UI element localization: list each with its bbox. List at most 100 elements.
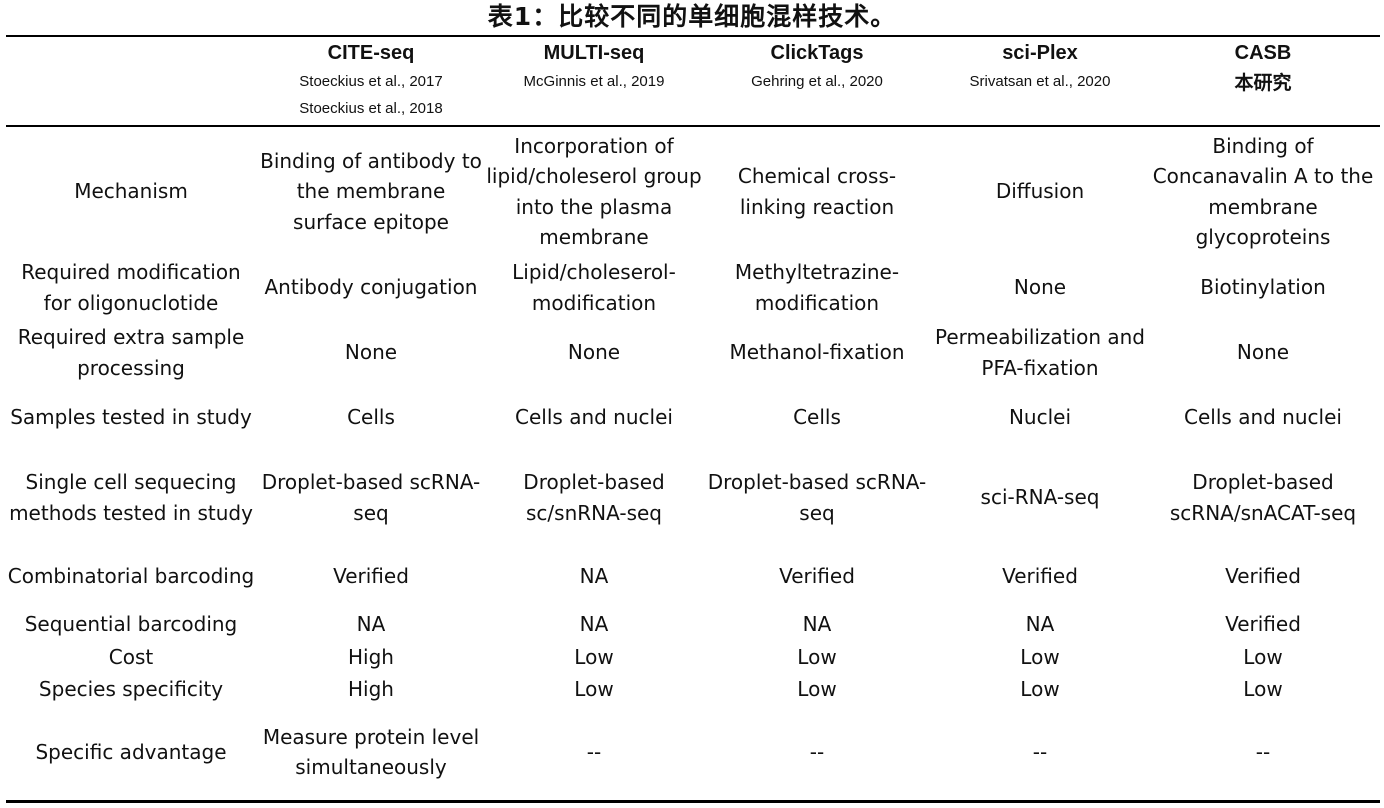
row-label-text: Sequential barcoding <box>24 611 238 636</box>
table-cell-text: Droplet-based scRNA/snACAT-seq <box>1169 470 1357 525</box>
table-cell: None <box>1148 321 1378 384</box>
table-cell-text: Low <box>1020 644 1060 669</box>
table-cell-text: -- <box>809 739 825 764</box>
table-cell-text: sci-RNA-seq <box>980 485 1100 510</box>
table-cell-text: High <box>348 676 394 701</box>
table-cell-text: Permeabilization and PFA-fixation <box>935 325 1145 380</box>
table-cell: Low <box>930 673 1150 705</box>
table-cell: sci-RNA-seq <box>930 451 1150 544</box>
table-cell: Permeabilization and PFA-fixation <box>930 321 1150 384</box>
table-cell: Low <box>706 673 928 705</box>
table-cell: Verified <box>1148 547 1378 606</box>
table-cell-text: Low <box>574 644 614 669</box>
table-cell: NA <box>706 608 928 640</box>
table-cell-text: Low <box>574 676 614 701</box>
table-cell: Incorporation of lipid/choleserol group … <box>485 130 703 253</box>
table-cell-text: Cells and nuclei <box>1184 405 1342 430</box>
table-cell-text: Incorporation of lipid/choleserol group … <box>486 133 702 250</box>
table-cell: Cells <box>706 386 928 449</box>
header-clicktags: ClickTags Gehring et al., 2020 <box>706 38 928 124</box>
table-cell: Verified <box>260 547 482 606</box>
table-cell-text: Nuclei <box>1008 405 1072 430</box>
method-name: MULTI-seq <box>543 42 645 64</box>
table-cell: Droplet-based sc/snRNA-seq <box>485 451 703 544</box>
table-cell: Cells and nuclei <box>1148 386 1378 449</box>
row-label: Mechanism <box>6 130 256 253</box>
header-rule <box>6 125 1380 127</box>
header-multi-seq: MULTI-seq McGinnis et al., 2019 <box>485 38 703 124</box>
row-label-text: Specific advantage <box>35 739 227 764</box>
table-cell-text: Lipid/choleserol-modification <box>512 260 676 315</box>
table-cell-text: Measure protein level simultaneously <box>262 724 480 780</box>
method-ref: Stoeckius et al., 2017 <box>299 73 443 90</box>
row-label: Specific advantage <box>6 705 256 799</box>
table-cell: -- <box>930 705 1150 799</box>
table-title: 表1：比较不同的单细胞混样技术。 <box>487 2 897 31</box>
row-label-text: Required modification for oligonuclotide <box>21 260 241 315</box>
method-name: sci-Plex <box>1002 42 1078 64</box>
table-cell-text: Low <box>1243 676 1283 701</box>
table-cell: Diffusion <box>930 130 1150 253</box>
table-cell-text: Low <box>1243 644 1283 669</box>
table-cell: Lipid/choleserol-modification <box>485 256 703 319</box>
table-cell: Low <box>485 641 703 673</box>
top-rule <box>6 35 1380 37</box>
row-label: Cost <box>6 641 256 673</box>
row-label-text: Required extra sample processing <box>17 325 245 380</box>
table-cell-text: Biotinylation <box>1200 275 1326 300</box>
method-ref: 本研究 <box>1234 72 1292 94</box>
table-cell: Binding of antibody to the membrane surf… <box>260 130 482 253</box>
table-cell: Droplet-based scRNA/snACAT-seq <box>1148 451 1378 544</box>
table-cell: Verified <box>930 547 1150 606</box>
table-cell-text: NA <box>356 611 386 636</box>
table-cell: Low <box>1148 673 1378 705</box>
table-cell-text: NA <box>1025 611 1055 636</box>
table-cell-text: Verified <box>1002 564 1078 589</box>
table-cell-text: Cells <box>793 405 841 430</box>
table-cell-text: Diffusion <box>995 179 1085 204</box>
table-cell: Measure protein level simultaneously <box>260 705 482 799</box>
table-cell-text: High <box>348 644 394 669</box>
table-cell: -- <box>706 705 928 799</box>
table-cell: Methanol-fixation <box>706 321 928 384</box>
table-cell-text: Low <box>1020 676 1060 701</box>
table-cell-text: NA <box>579 564 609 589</box>
table-cell: High <box>260 673 482 705</box>
header-sci-plex: sci-Plex Srivatsan et al., 2020 <box>930 38 1150 124</box>
table-cell: Cells and nuclei <box>485 386 703 449</box>
table-cell-text: Methyltetrazine-modification <box>734 260 900 315</box>
row-label: Sequential barcoding <box>6 608 256 640</box>
table-cell: None <box>260 321 482 384</box>
row-label: Required extra sample processing <box>6 321 256 384</box>
table-cell: Binding of Concanavalin A to the membran… <box>1148 130 1378 253</box>
table-cell: Nuclei <box>930 386 1150 449</box>
table-cell: Low <box>706 641 928 673</box>
table-cell-text: -- <box>1255 739 1271 764</box>
table-cell: None <box>930 256 1150 319</box>
table-cell-text: NA <box>579 611 609 636</box>
table-cell-text: None <box>1236 340 1290 365</box>
header-casb: CASB 本研究 <box>1148 38 1378 124</box>
method-name: ClickTags <box>770 42 864 64</box>
table-cell: High <box>260 641 482 673</box>
table-cell-text: Droplet-based sc/snRNA-seq <box>523 470 665 525</box>
table-cell-text: Low <box>797 676 837 701</box>
table-cell: Low <box>485 673 703 705</box>
method-ref: McGinnis et al., 2019 <box>523 73 665 90</box>
row-label-text: Single cell sequecing methods tested in … <box>9 470 253 525</box>
table-cell: Verified <box>1148 608 1378 640</box>
table-cell: Droplet-based scRNA-seq <box>260 451 482 544</box>
table-cell-text: Verified <box>333 564 409 589</box>
table-cell-text: None <box>344 340 398 365</box>
table-cell-text: Binding of antibody to the membrane surf… <box>260 148 482 234</box>
table-cell: None <box>485 321 703 384</box>
header-cite-seq: CITE-seq Stoeckius et al., 2017 Stoeckiu… <box>260 38 482 124</box>
table-cell-text: -- <box>586 739 602 764</box>
method-ref: Stoeckius et al., 2018 <box>299 100 443 117</box>
method-name: CASB <box>1234 42 1292 64</box>
table-cell: Low <box>1148 641 1378 673</box>
table-cell: NA <box>485 547 703 606</box>
table-cell: NA <box>485 608 703 640</box>
table-cell-text: Cells <box>347 405 395 430</box>
table-cell-text: Verified <box>1225 564 1301 589</box>
